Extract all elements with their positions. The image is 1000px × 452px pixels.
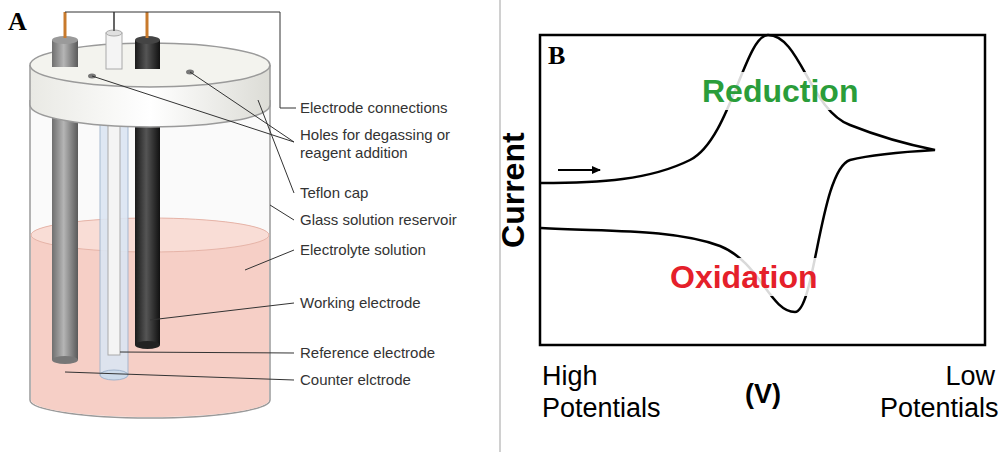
voltammogram-curve xyxy=(541,35,935,312)
axis-title: Current xyxy=(494,132,532,248)
callout-label: Electrode connections xyxy=(300,99,448,117)
callout-label: Reference electrode xyxy=(300,344,435,362)
panel-letter: B xyxy=(548,40,565,71)
plot-frame xyxy=(540,35,985,345)
callout-label: Working electrode xyxy=(300,294,421,312)
callout-label: Glass solution reservoir xyxy=(300,211,457,229)
leader-lines xyxy=(65,12,296,380)
callout-label: Teflon cap xyxy=(300,184,368,202)
axis-label: High Potentials xyxy=(542,360,672,425)
peak-label: Reduction xyxy=(700,72,860,110)
callout-label: Holes for degassing or reagent addition xyxy=(300,126,460,162)
scan-direction-arrow xyxy=(558,169,600,171)
callout-label: Counter elctrode xyxy=(300,371,411,389)
axis-label: Low Potentials xyxy=(880,360,995,425)
callout-label: Electrolyte solution xyxy=(300,241,426,259)
panel-letter: A xyxy=(8,6,27,37)
peak-label: Oxidation xyxy=(668,258,820,296)
electrochemical-cell xyxy=(30,12,270,418)
axis-unit: (V) xyxy=(745,378,781,410)
